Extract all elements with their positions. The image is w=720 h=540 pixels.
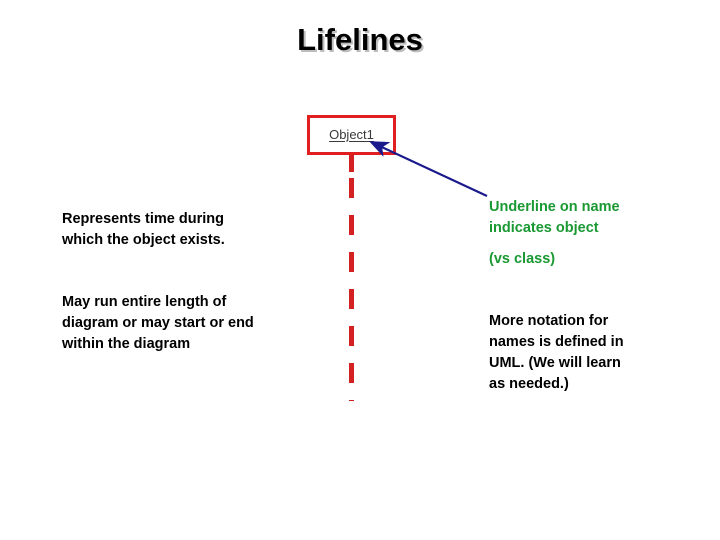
lifeline-stub bbox=[349, 155, 354, 172]
page-title: Lifelines bbox=[297, 22, 423, 57]
object-box-label: Object1 bbox=[329, 127, 374, 142]
note-more-notation: More notation for names is defined in UM… bbox=[489, 313, 624, 392]
note-vs-class: (vs class) bbox=[489, 251, 556, 267]
lifeline-dashed-line bbox=[349, 155, 354, 401]
note-represents-time: Represents time during which the object … bbox=[62, 211, 225, 248]
annotation-arrow-icon bbox=[369, 141, 488, 197]
note-may-run: May run entire length of diagram or may … bbox=[62, 294, 254, 352]
lifeline-dashes bbox=[349, 178, 354, 401]
uml-object-box: Object1 bbox=[307, 115, 396, 155]
note-underline-indicates-object: Underline on name indicates object bbox=[489, 199, 620, 236]
